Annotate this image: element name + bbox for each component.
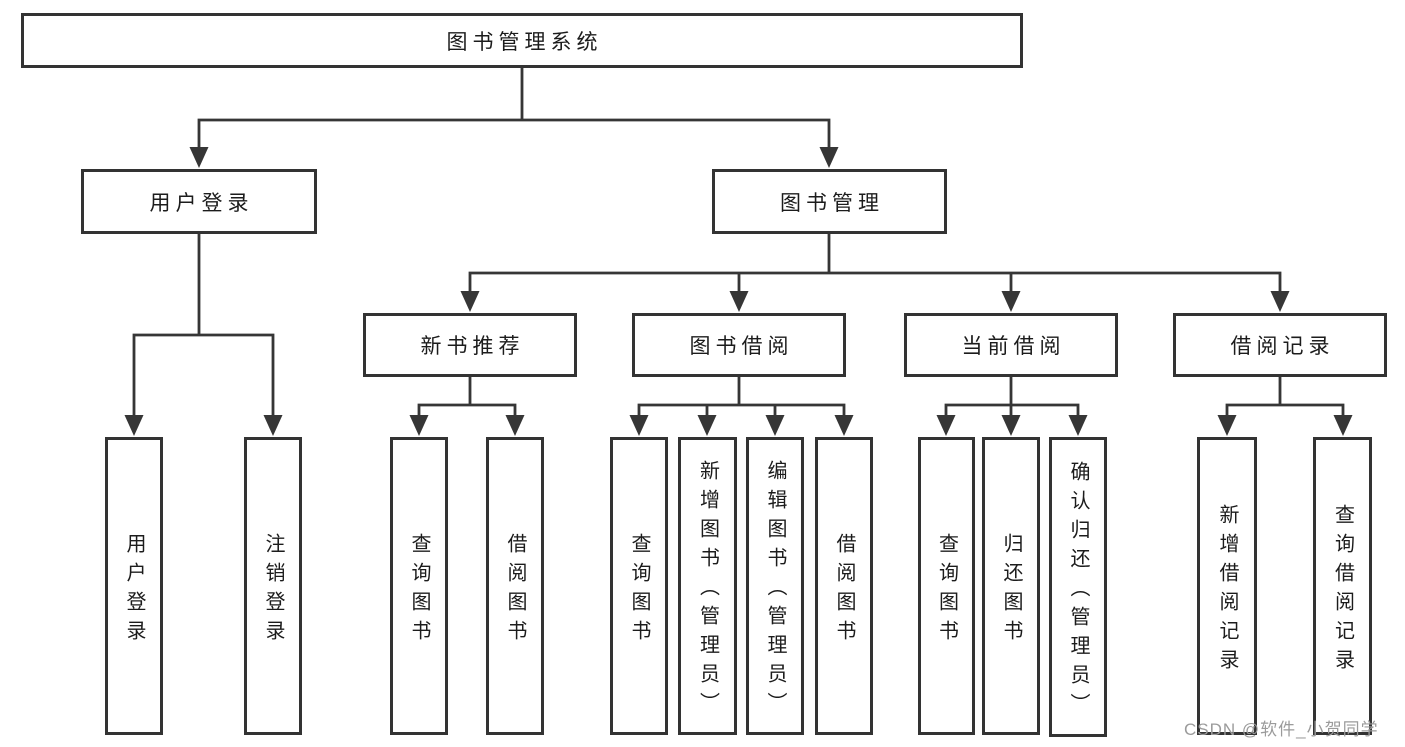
leaf-query-books-1: 查询图书 [390, 437, 448, 735]
leaf-logout: 注销登录 [244, 437, 302, 735]
leaf-edit-book-admin: 编辑图书（管理员） [746, 437, 804, 735]
leaf-query-borrow-record: 查询借阅记录 [1313, 437, 1372, 735]
leaf-add-book-admin: 新增图书（管理员） [678, 437, 737, 735]
node-borrow-records: 借阅记录 [1173, 313, 1387, 377]
node-book-management: 图书管理 [712, 169, 947, 234]
leaf-confirm-return-admin: 确认归还（管理员） [1049, 437, 1107, 737]
leaf-borrow-books-2: 借阅图书 [815, 437, 873, 735]
leaf-user-login: 用户登录 [105, 437, 163, 735]
leaf-add-borrow-record: 新增借阅记录 [1197, 437, 1257, 735]
node-book-borrow: 图书借阅 [632, 313, 846, 377]
leaf-query-books-3: 查询图书 [918, 437, 975, 735]
node-user-login: 用户登录 [81, 169, 317, 234]
leaf-query-books-2: 查询图书 [610, 437, 668, 735]
node-current-borrow: 当前借阅 [904, 313, 1118, 377]
arrowheads [124, 147, 1353, 436]
connector-paths [132, 66, 1345, 423]
node-new-book-recommend: 新书推荐 [363, 313, 577, 377]
csdn-watermark: CSDN @软件_小贺同学 [1184, 720, 1379, 739]
leaf-borrow-books-1: 借阅图书 [486, 437, 544, 735]
node-library-management-system: 图书管理系统 [21, 13, 1023, 68]
leaf-return-book: 归还图书 [982, 437, 1040, 735]
